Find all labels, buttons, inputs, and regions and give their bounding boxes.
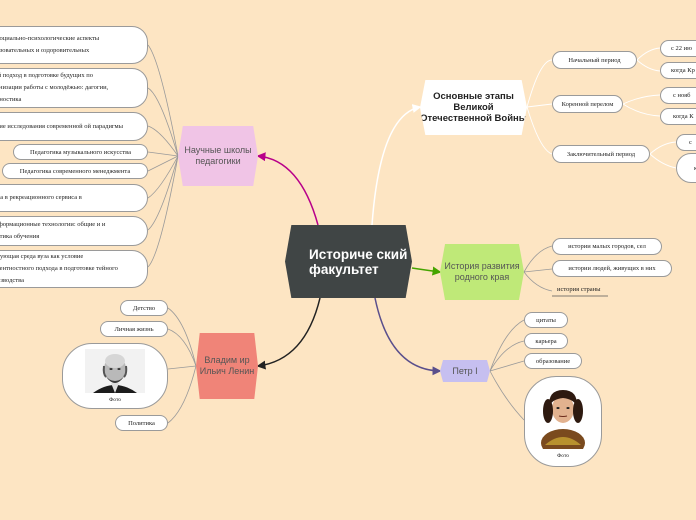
- wwii-stage-initial-sub-2[interactable]: когда Кр: [660, 62, 696, 79]
- wwii-stage-final-label: Заключительный период: [566, 150, 636, 158]
- lenin-photo-card[interactable]: Фото: [62, 343, 168, 409]
- schools-item-4-label: Педагогика музыкального искусства: [30, 148, 131, 156]
- topic-pedagogy-schools[interactable]: Научные школы педагогики: [178, 126, 258, 186]
- topic-native-land-history-label: История развития родного края: [444, 261, 520, 282]
- central-topic[interactable]: Историче ский факультет: [285, 225, 412, 298]
- line-to-schools: [256, 152, 319, 226]
- peter-item-career-label: карьера: [535, 337, 557, 345]
- topic-wwii-stages-label: Основные этапы Великой Отечественной Вой…: [420, 91, 527, 124]
- line-to-lenin: [256, 297, 321, 370]
- schools-item-1-label: с и социально-психологические аспекты об…: [0, 35, 100, 54]
- schools-item-3[interactable]: ческие исследования современной ой парад…: [0, 112, 148, 141]
- peter-portrait-image: [540, 384, 586, 449]
- history-item-people[interactable]: истории людей, живущих в них: [552, 260, 672, 277]
- schools-item-7[interactable]: я информационные технологии: общие и и п…: [0, 216, 148, 246]
- central-topic-label: Историче ский факультет: [309, 246, 408, 277]
- wwii-stage-final-sub-1[interactable]: с: [676, 134, 696, 151]
- line-to-history: [411, 266, 442, 276]
- schools-item-4[interactable]: Педагогика музыкального искусства: [13, 144, 148, 160]
- peter-photo-card[interactable]: Фото: [524, 376, 602, 467]
- history-item-towns[interactable]: истории малых городов, сел: [552, 238, 662, 255]
- lenin-item-personal-life-label: Личная жизнь: [114, 325, 154, 333]
- wwii-stage-initial-label: Начальный период: [568, 56, 621, 64]
- schools-item-8-label: итирующая среда вуза как условие ипетент…: [0, 253, 118, 284]
- topic-pedagogy-schools-label: Научные школы педагогики: [184, 145, 252, 166]
- lenin-item-politics-label: Политика: [128, 419, 155, 427]
- wwii-stage-final-sub-1-label: с: [689, 139, 692, 146]
- lenin-item-childhood[interactable]: Детство: [120, 300, 168, 316]
- schools-item-3-label: ческие исследования современной ой парад…: [0, 122, 123, 130]
- wwii-stage-final[interactable]: Заключительный период: [552, 145, 650, 163]
- schools-item-2[interactable]: тный подход в подготовке будущих по орга…: [0, 68, 148, 108]
- line-to-wwii: [371, 104, 422, 226]
- peter-item-career[interactable]: карьера: [524, 333, 568, 349]
- peter-item-education-label: образование: [535, 357, 571, 365]
- schools-item-8[interactable]: итирующая среда вуза как условие ипетент…: [0, 250, 148, 288]
- topic-peter-the-great[interactable]: Петр I: [440, 360, 490, 382]
- peter-item-education[interactable]: образование: [524, 353, 582, 369]
- history-item-country[interactable]: история страны: [557, 286, 601, 293]
- wwii-stage-turning[interactable]: Коренной перелом: [552, 95, 623, 113]
- schools-item-7-label: я информационные технологии: общие и и п…: [0, 221, 106, 240]
- schools-item-5[interactable]: Педагогика современного менеджмента: [2, 163, 148, 179]
- wwii-stage-turning-sub-1-label: с нояб: [673, 92, 691, 99]
- schools-item-2-label: тный подход в подготовке будущих по орга…: [0, 72, 109, 103]
- topic-peter-the-great-label: Петр I: [452, 365, 478, 376]
- wwii-stage-initial[interactable]: Начальный период: [552, 51, 637, 69]
- history-item-people-label: истории людей, живущих в них: [568, 265, 656, 272]
- wwii-stage-initial-sub-2-label: когда Кр: [671, 67, 695, 74]
- history-item-towns-label: истории малых городов, сел: [568, 243, 646, 250]
- history-item-country-label: история страны: [557, 286, 601, 293]
- wwii-stage-turning-sub-2-label: когда К: [673, 113, 694, 120]
- lenin-portrait-image: [85, 349, 145, 393]
- peter-photo-caption: Фото: [556, 452, 570, 459]
- wwii-stage-initial-sub-1[interactable]: с 22 ию: [660, 40, 696, 57]
- topic-lenin-label: Владим ир Ильич Ленин: [199, 355, 255, 376]
- wwii-stage-final-sub-2-label: к: [694, 164, 696, 173]
- topic-lenin[interactable]: Владим ир Ильич Ленин: [196, 333, 258, 399]
- topic-native-land-history[interactable]: История развития родного края: [440, 244, 524, 300]
- lenin-item-personal-life[interactable]: Личная жизнь: [100, 321, 168, 337]
- wwii-stage-turning-label: Коренной перелом: [561, 100, 614, 108]
- topic-wwii-stages[interactable]: Основные этапы Великой Отечественной Вой…: [420, 80, 527, 135]
- line-to-peter: [374, 297, 442, 376]
- peter-item-quotes-label: цитаты: [536, 316, 556, 324]
- schools-item-5-label: Педагогика современного менеджмента: [19, 167, 131, 175]
- lenin-item-politics[interactable]: Политика: [115, 415, 168, 431]
- wwii-stage-initial-sub-1-label: с 22 ию: [671, 45, 692, 52]
- lenin-item-childhood-label: Детство: [132, 304, 156, 312]
- wwii-stage-turning-sub-1[interactable]: с нояб: [660, 87, 696, 104]
- peter-item-quotes[interactable]: цитаты: [524, 312, 568, 328]
- schools-item-1[interactable]: с и социально-психологические аспекты об…: [0, 26, 148, 64]
- wwii-stage-turning-sub-2[interactable]: когда К: [660, 108, 696, 125]
- schools-item-6-label: ризма в рекреационного сервиса в: [0, 194, 82, 201]
- lenin-photo-caption: Фото: [108, 397, 122, 403]
- schools-item-6[interactable]: ризма в рекреационного сервиса в: [0, 184, 148, 212]
